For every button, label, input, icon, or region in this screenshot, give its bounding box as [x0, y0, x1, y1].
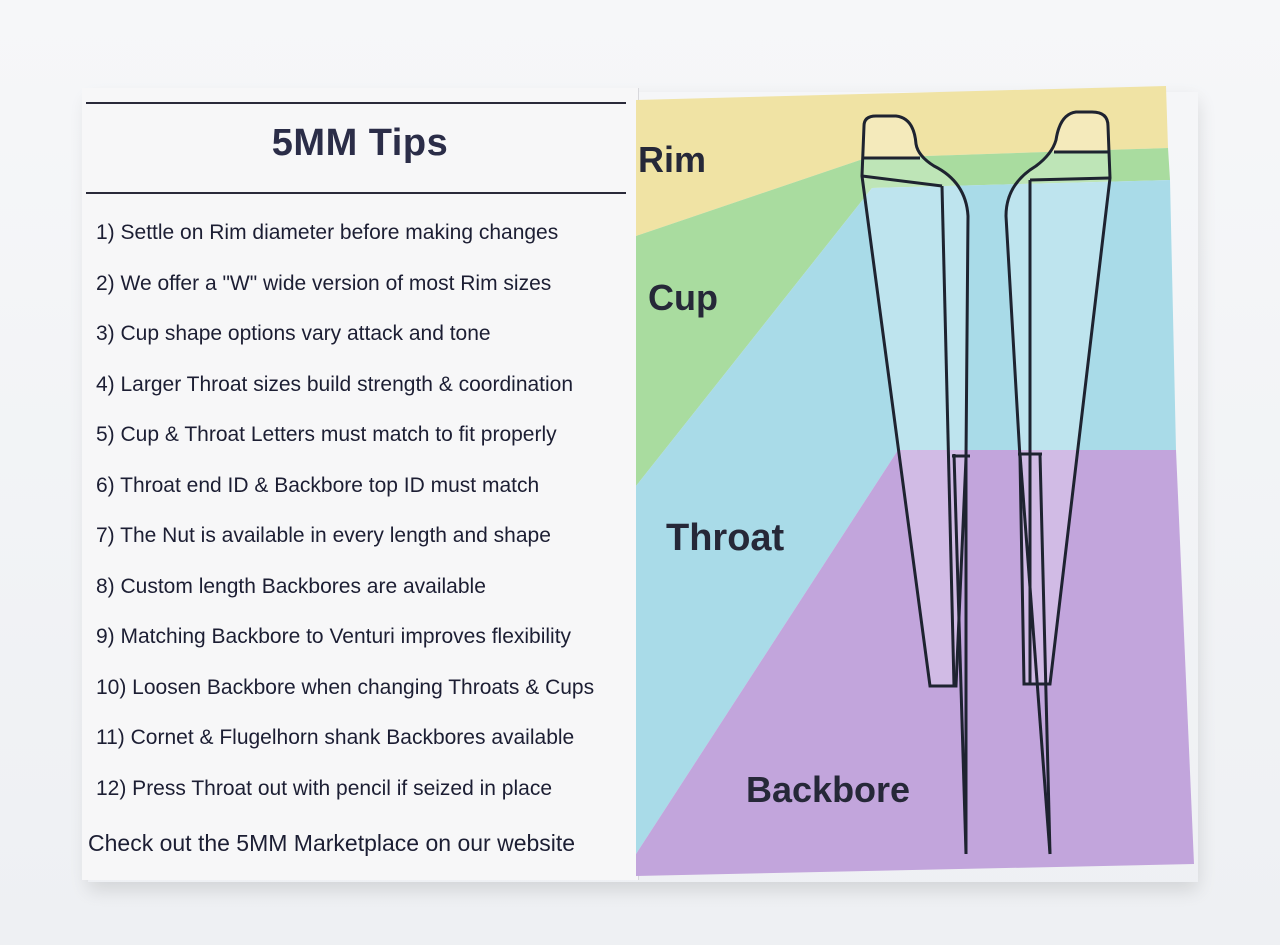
- rim-label: Rim: [638, 139, 706, 180]
- rim-zone: [636, 86, 1168, 236]
- tip-item: 2) We offer a "W" wide version of most R…: [96, 271, 552, 295]
- cup-label: Cup: [648, 277, 718, 318]
- tip-item: 11) Cornet & Flugelhorn shank Backbores …: [96, 726, 575, 749]
- title-rule-bottom: [86, 192, 626, 194]
- tip-item: 9) Matching Backbore to Venturi improves…: [96, 625, 572, 648]
- throat-label: Throat: [666, 517, 785, 559]
- marketplace-note: Check out the 5MM Marketplace on our web…: [88, 830, 576, 856]
- tip-item: 4) Larger Throat sizes build strength & …: [96, 372, 574, 396]
- tip-item: 3) Cup shape options vary attack and ton…: [96, 322, 491, 345]
- mouthpiece-diagram-page: Rim Cup Throat Backbore: [636, 86, 1198, 876]
- tip-item: 12) Press Throat out with pencil if seiz…: [96, 776, 553, 800]
- backbore-label: Backbore: [746, 769, 910, 810]
- tips-page: 5MM Tips 1) Settle on Rim diameter befor…: [82, 88, 639, 880]
- tip-item: 5) Cup & Throat Letters must match to fi…: [96, 423, 557, 446]
- tip-item: 1) Settle on Rim diameter before making …: [96, 221, 559, 244]
- left-mouthpiece-outline: [860, 114, 970, 855]
- cup-zone: [636, 148, 1170, 486]
- title-rule-top: [86, 102, 626, 104]
- tip-item: 10) Loosen Backbore when changing Throat…: [96, 675, 595, 699]
- page-title: 5MM Tips: [271, 122, 449, 164]
- tip-item: 7) The Nut is available in every length …: [96, 524, 551, 547]
- backbore-zone: [636, 450, 1194, 876]
- tip-item: 6) Throat end ID & Backbore top ID must …: [96, 473, 540, 497]
- throat-zone: [636, 180, 1176, 854]
- tips-list: 1) Settle on Rim diameter before making …: [96, 208, 636, 814]
- mouthpiece-diagram: Rim Cup Throat Backbore: [636, 86, 1194, 876]
- right-mouthpiece-outline: [1004, 110, 1112, 855]
- tip-item: 8) Custom length Backbores are available: [96, 574, 486, 598]
